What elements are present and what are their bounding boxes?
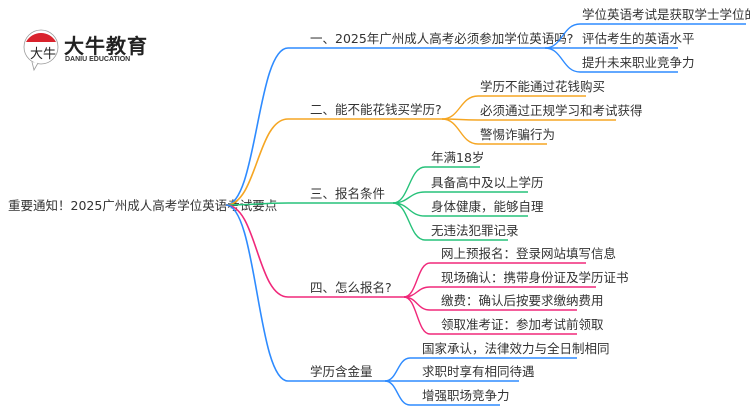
subtopic-connector [544, 47, 678, 73]
subtopic[interactable]: 身体健康，能够自理 [431, 199, 544, 214]
subtopic-connector [403, 296, 577, 335]
subtopic[interactable]: 具备高中及以上学历 [431, 175, 544, 190]
subtopic-connector [403, 286, 596, 298]
logo-subtitle: DANIU EDUCATION [65, 56, 131, 63]
subtopic-connector [392, 202, 508, 241]
subtopic[interactable]: 国家承认，法律效力与全日制相同 [422, 341, 610, 356]
branch-topic[interactable]: 四、怎么报名? [310, 280, 392, 295]
branch-topic[interactable]: 一、2025年广州成人高考必须参加学位英语吗? [310, 31, 573, 46]
subtopic-connector [441, 95, 586, 120]
subtopic[interactable]: 缴费：确认后按要求缴纳费用 [441, 293, 604, 308]
subtopic[interactable]: 警惕诈骗行为 [480, 127, 555, 142]
daniu-logo: 大牛 大牛教育 DANIU EDUCATION [22, 28, 172, 72]
branch-topic[interactable]: 三、报名条件 [310, 186, 385, 201]
subtopic[interactable]: 增强职场竞争力 [422, 388, 510, 403]
branch-connector [225, 204, 404, 298]
subtopic-connector [441, 118, 616, 121]
subtopic-connector [392, 166, 480, 204]
subtopic[interactable]: 领取准考证：参加考试前领取 [441, 317, 604, 332]
subtopic[interactable]: 学位英语考试是获取学士学位的条件 [582, 7, 750, 22]
branch-connector [225, 202, 393, 206]
subtopic[interactable]: 提升未来职业竞争力 [582, 55, 695, 70]
svg-text:大牛: 大牛 [30, 47, 56, 62]
branch-connector [225, 118, 442, 206]
logo-mark-icon: 大牛 [23, 29, 59, 72]
branch-connector [225, 204, 385, 382]
subtopic[interactable]: 必须通过正规学习和考试获得 [480, 103, 643, 118]
subtopic-connector [384, 357, 577, 382]
subtopic[interactable]: 网上预报名：登录网站填写信息 [441, 246, 616, 261]
branch-connector [225, 47, 545, 206]
subtopic-connector [403, 262, 586, 298]
subtopic-connector [544, 23, 746, 49]
subtopic[interactable]: 无违法犯罪记录 [431, 223, 519, 238]
subtopic-connector [384, 380, 500, 406]
branch-topic[interactable]: 二、能不能花钱买学历? [310, 102, 442, 117]
logo-title: 大牛教育 [64, 34, 148, 58]
subtopic-connector [392, 191, 528, 204]
subtopic[interactable]: 评估考生的英语水平 [582, 31, 695, 46]
branch-topic[interactable]: 学历含金量 [310, 364, 373, 379]
root-topic[interactable]: 重要通知！2025广州成人高考学位英语考试要点 [8, 198, 277, 213]
subtopic[interactable]: 年满18岁 [431, 150, 484, 165]
subtopic[interactable]: 现场确认：携带身份证及学历证书 [441, 270, 629, 285]
subtopic[interactable]: 学历不能通过花钱购买 [480, 79, 605, 94]
subtopic[interactable]: 求职时享有相同待遇 [422, 364, 535, 379]
subtopic-connector [441, 118, 547, 145]
